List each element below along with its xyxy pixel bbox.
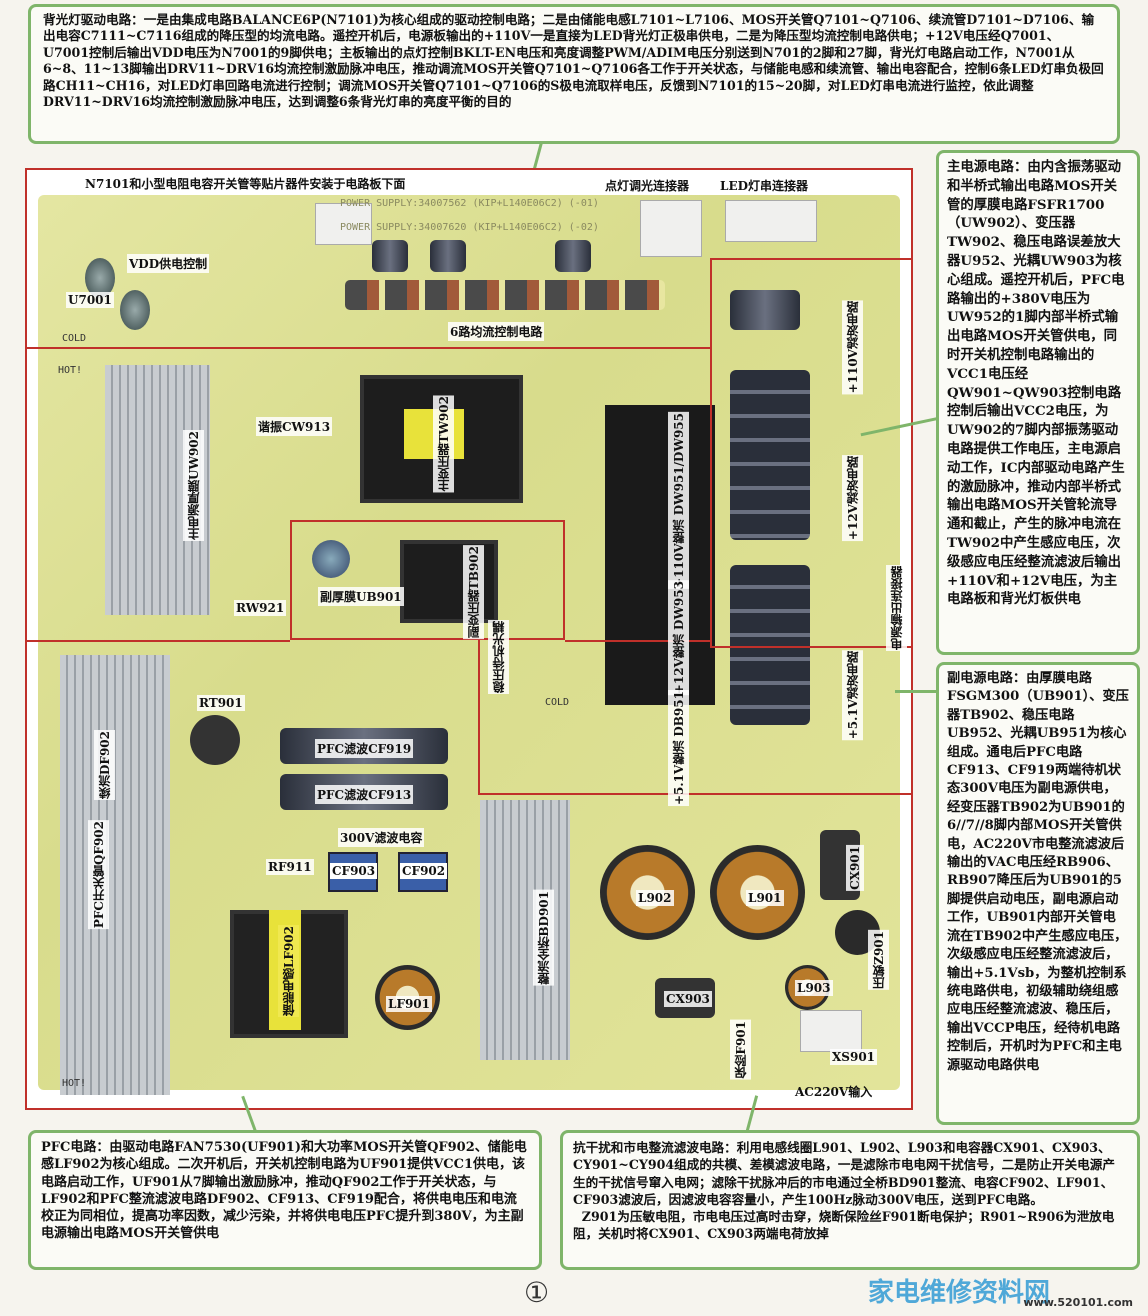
emi-filter-text: 抗干扰和市电整流滤波电路：利用电感线圈L901、L902、L903和电容器CX9… <box>573 1140 1115 1242</box>
watermark-name: 家电维修资料网 <box>868 1278 1051 1308</box>
cx901-label: CX901 <box>846 845 864 891</box>
pfc-text: PFC电路：由驱动电路FAN7530(UF901)和大功率MOS开关管QF902… <box>41 1140 527 1242</box>
u7001-label: U7001 <box>66 292 114 308</box>
filter-capacitor <box>730 290 800 330</box>
watermark-url: www.520101.com <box>1023 1296 1133 1309</box>
silk-power-supply-1: POWER SUPPLY:34007562 (KIP+L140E06C2) (-… <box>340 198 599 209</box>
cf919-label: PFC滤波CF919 <box>315 739 414 758</box>
region-divider <box>565 640 710 642</box>
pfc-note: PFC电路：由驱动电路FAN7530(UF901)和大功率MOS开关管QF902… <box>28 1130 542 1270</box>
xs901-label: XS901 <box>830 1049 878 1065</box>
l901-label: L901 <box>746 890 784 906</box>
filter-capacitor-bank <box>730 565 810 725</box>
rw921-label: RW921 <box>234 600 287 616</box>
main-power-note: 主电源电路：由内含振荡驱动和半桥式输出电路MOS开关管的厚膜电路FSFR1700… <box>936 150 1140 655</box>
region-divider <box>25 640 290 642</box>
main-ic-label: 主电源厚膜UW902 <box>183 430 204 541</box>
cap300-label: 300V滤波电容 <box>338 828 425 847</box>
mos-switch <box>430 240 466 272</box>
df902-label: 续流DF902 <box>94 730 115 800</box>
filter-12-label: +12V滤波电路 <box>842 455 863 542</box>
bd901-label: 整流全桥BD901 <box>533 890 554 986</box>
standby-opto-label: 稳压待机光耦 <box>488 620 509 694</box>
main-transformer-label: 主变压器TW902 <box>433 395 454 493</box>
z901-label: 压敏Z901 <box>868 930 889 990</box>
f901-label: 保险F901 <box>730 1020 751 1080</box>
capacitor <box>85 258 115 298</box>
sub-power-note: 副电源电路：由厚膜电路FSGM300（UB901）、变压器TB902、稳压电路U… <box>936 662 1140 1125</box>
backlight-driver-note: 背光灯驱动电路：一是由集成电路BALANCE6P(N7101)为核心组成的驱动控… <box>28 4 1120 144</box>
hot-label: HOT! <box>62 1078 87 1089</box>
filter-110-label: +110V滤波电路 <box>842 300 863 395</box>
region-divider <box>478 793 913 795</box>
figure-number: ① <box>524 1276 550 1309</box>
rt901-label: RT901 <box>197 695 245 711</box>
rect-5-label: +5.1V整流 DB951 <box>668 690 689 807</box>
output-connector-label: 电源输出连接器 <box>886 565 907 651</box>
main-power-text: 主电源电路：由内含振荡驱动和半桥式输出电路MOS开关管的厚膜电路FSFR1700… <box>947 159 1125 608</box>
rf911-label: RF911 <box>266 859 314 875</box>
resonant-label: 谐振CW913 <box>256 417 333 436</box>
lf902-label: 储能电感LF902 <box>278 925 299 1018</box>
ac-input-label: AC220V输入 <box>795 1085 873 1099</box>
ac-input-connector <box>800 1010 862 1052</box>
leader-line <box>895 690 940 693</box>
silk-power-supply-2: POWER SUPPLY:34007620 (KIP+L140E06C2) (-… <box>340 222 599 233</box>
bridge-heatsink <box>480 800 570 1060</box>
capacitor <box>312 540 350 578</box>
dimming-connector <box>640 200 702 257</box>
pfc-heatsink <box>60 655 170 1095</box>
region-divider <box>25 347 710 349</box>
sub-ic-label: 副厚膜UB901 <box>318 587 404 606</box>
region-divider <box>478 640 480 795</box>
cold-label: COLD <box>545 697 570 708</box>
dimming-connector-label: 点灯调光连接器 <box>605 179 690 193</box>
backlight-driver-text: 背光灯驱动电路：一是由集成电路BALANCE6P(N7101)为核心组成的驱动控… <box>43 12 1104 110</box>
rect-12-label: +12V整流 DW953 <box>668 580 689 696</box>
hot-label: HOT! <box>58 365 83 376</box>
cx903-label: CX903 <box>664 991 712 1007</box>
qf902-label: PFC开关管QF902 <box>88 820 109 930</box>
inductor-row <box>345 280 665 310</box>
lf901-label: LF901 <box>386 996 433 1012</box>
rect-110-label: +110V整流 DW951/DW955 <box>668 412 689 589</box>
cf913-label: PFC滤波CF913 <box>315 785 414 804</box>
six-way-label: 6路均流控制电路 <box>448 322 545 341</box>
filter-5-label: +5.1V滤波电路 <box>842 650 863 741</box>
sub-power-text: 副电源电路：由厚膜电路FSGM300（UB901）、变压器TB902、稳压电路U… <box>947 671 1129 1073</box>
thermistor <box>190 715 240 765</box>
watermark-logo: 家电维修资料网 www.520101.com <box>868 1272 1143 1312</box>
led-connector <box>725 200 817 242</box>
rectifier-heatsink <box>605 405 715 705</box>
l903-label: L903 <box>795 980 833 996</box>
cf903-label: CF903 <box>330 863 378 879</box>
mos-switch <box>555 240 591 272</box>
checkbox-silk <box>315 203 372 245</box>
smd-note-label: N7101和小型电阻电容开关管等贴片器件安装于电路板下面 <box>85 177 406 191</box>
filter-capacitor-bank <box>730 370 810 540</box>
vdd-label: VDD供电控制 <box>127 254 210 273</box>
mos-switch <box>372 240 408 272</box>
region-filter <box>710 258 913 648</box>
cold-label: COLD <box>62 333 87 344</box>
emi-filter-note: 抗干扰和市电整流滤波电路：利用电感线圈L901、L902、L903和电容器CX9… <box>560 1130 1140 1270</box>
led-connector-label: LED灯串连接器 <box>720 179 808 193</box>
region-sub-power <box>290 520 565 640</box>
capacitor <box>120 290 150 330</box>
cf902-label: CF902 <box>400 863 448 879</box>
sub-transformer-label: 副变压器TB902 <box>463 545 484 640</box>
l902-label: L902 <box>636 890 674 906</box>
